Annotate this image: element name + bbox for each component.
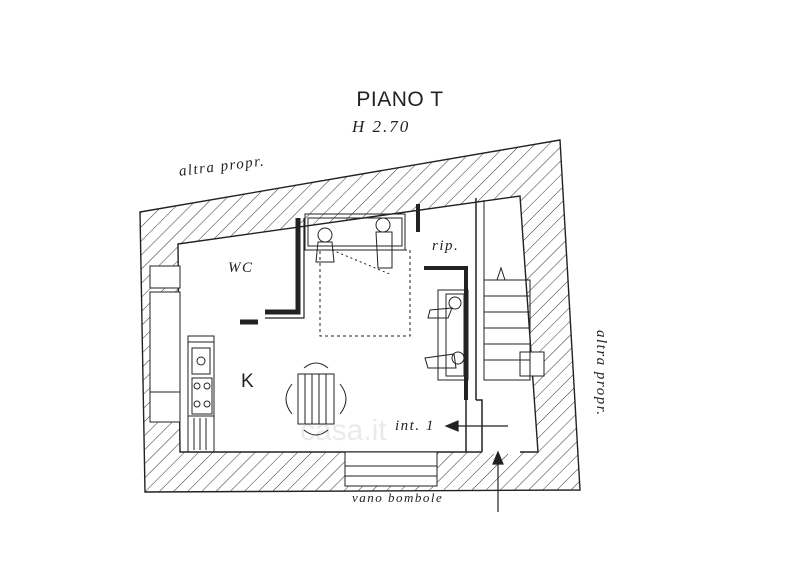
stair-landing xyxy=(476,399,483,452)
bottom-wall-opening xyxy=(344,451,438,487)
storage-wall xyxy=(424,266,468,400)
bottom-label: vano bombole xyxy=(352,490,444,505)
wc-wall-inner xyxy=(265,218,305,319)
bed xyxy=(304,213,411,337)
right-wall-opening xyxy=(519,351,545,377)
sofa xyxy=(424,289,469,381)
storage-label: rip. xyxy=(432,238,460,254)
ceiling-height-label: H 2.70 xyxy=(352,117,411,136)
page-title: PIANO T xyxy=(356,88,444,111)
wc-label: WC xyxy=(228,260,254,276)
left-wall-recess xyxy=(149,291,181,393)
left-wall-recess-top xyxy=(149,265,181,289)
kitchen-label: K xyxy=(241,371,254,392)
left-wall-recess-bottom xyxy=(149,391,181,423)
kitchen-counter xyxy=(187,335,215,453)
neighbor-right-label: altra propr. xyxy=(593,330,609,417)
dining-table xyxy=(285,362,347,436)
staircase xyxy=(483,200,531,381)
entrance-arrows xyxy=(444,420,508,512)
wc-wall xyxy=(265,218,301,315)
entrance-label: int. 1 xyxy=(395,418,435,434)
watermark: casa.it xyxy=(300,414,387,447)
